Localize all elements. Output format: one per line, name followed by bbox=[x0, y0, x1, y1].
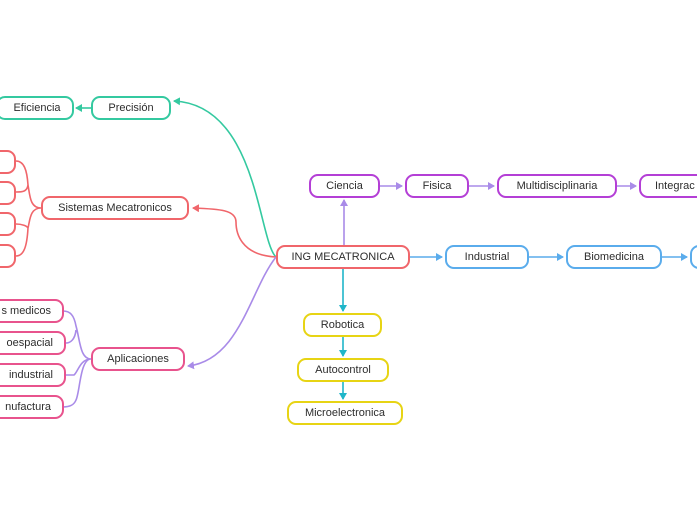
node-sistemas-child-3[interactable] bbox=[0, 212, 16, 236]
node-sistemas-child-1[interactable] bbox=[0, 150, 16, 174]
node-biomedicina[interactable]: Biomedicina bbox=[566, 245, 662, 269]
node-sistemas-child-4[interactable] bbox=[0, 244, 16, 268]
central-topic-node[interactable]: ING MECATRONICA bbox=[276, 245, 410, 269]
node-microelectronica[interactable]: Microelectronica bbox=[287, 401, 403, 425]
node-robotica[interactable]: Robotica bbox=[303, 313, 382, 337]
node-sistemas-child-2[interactable] bbox=[0, 181, 16, 205]
node-sistemas-mecatronicos[interactable]: Sistemas Mecatronicos bbox=[41, 196, 189, 220]
node-biomedicina-child[interactable] bbox=[690, 245, 697, 269]
node-fisica[interactable]: Fisica bbox=[405, 174, 469, 198]
node-aplicaciones-child-2[interactable]: oespacial bbox=[0, 331, 66, 355]
node-aplicaciones-child-4[interactable]: nufactura bbox=[0, 395, 64, 419]
connector-central-precision bbox=[173, 97, 277, 258]
node-aplicaciones-child-1[interactable]: s medicos bbox=[0, 299, 64, 323]
node-multidisciplinaria[interactable]: Multidisciplinaria bbox=[497, 174, 617, 198]
node-ciencia[interactable]: Ciencia bbox=[309, 174, 380, 198]
node-integrac[interactable]: Integrac bbox=[639, 174, 697, 198]
connector-sistemas-children bbox=[15, 160, 42, 257]
node-industrial[interactable]: Industrial bbox=[445, 245, 529, 269]
node-aplicaciones-child-3[interactable]: industrial bbox=[0, 363, 66, 387]
node-aplicaciones[interactable]: Aplicaciones bbox=[91, 347, 185, 371]
node-precision[interactable]: Precisión bbox=[91, 96, 171, 120]
node-eficiencia[interactable]: Eficiencia bbox=[0, 96, 74, 120]
node-autocontrol[interactable]: Autocontrol bbox=[297, 358, 389, 382]
connector-central-sistemas bbox=[192, 204, 277, 258]
connector-aplicaciones-children bbox=[62, 310, 92, 408]
connector-central-aplicaciones bbox=[187, 256, 277, 370]
